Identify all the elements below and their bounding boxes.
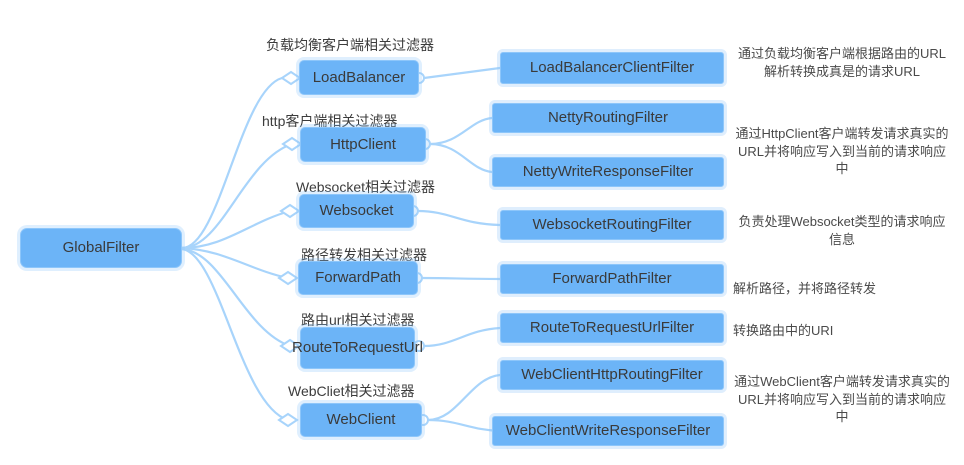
filter-node-label: WebClientWriteResponseFilter — [505, 422, 711, 440]
description-httpclient: 通过HttpClient客户端转发请求真实的URL并将响应写入到当前的请求响应中 — [735, 126, 949, 177]
root-node-label: GlobalFilter — [62, 239, 140, 257]
filter-node-webclienthttproutingfilter[interactable]: WebClientHttpRoutingFilter — [500, 360, 724, 390]
category-node-label: LoadBalancer — [312, 68, 406, 86]
filter-node-label: ForwardPathFilter — [552, 270, 672, 288]
description-webclient: 通过WebClient客户端转发请求真实的URL并将响应写入到当前的请求响应中 — [734, 374, 950, 425]
category-node-loadbalancer[interactable]: LoadBalancer — [299, 60, 419, 95]
description-loadbalancer: 通过负载均衡客户端根据路由的URL解析转换成真是的请求URL — [737, 46, 946, 79]
category-label-routetorequesturl: 路由url相关过滤器 — [301, 312, 415, 328]
category-node-label: ForwardPath — [315, 269, 401, 287]
category-node-routetorequesturl[interactable]: RouteToRequestUrl — [292, 327, 423, 369]
category-label-loadbalancer: 负载均衡客户端相关过滤器 — [266, 37, 434, 53]
filter-node-loadbalancerclientfilter[interactable]: LoadBalancerClientFilter — [500, 52, 724, 84]
filter-node-nettywriteresponsefilter[interactable]: NettyWriteResponseFilter — [492, 157, 724, 187]
filter-node-label: WebClientHttpRoutingFilter — [521, 366, 703, 384]
category-label-httpclient: http客户端相关过滤器 — [262, 113, 398, 129]
category-label-forwardpath: 路径转发相关过滤器 — [301, 247, 427, 263]
root-node-globalfilter[interactable]: GlobalFilter — [20, 228, 182, 268]
filter-node-label: WebsocketRoutingFilter — [532, 216, 692, 234]
category-node-forwardpath[interactable]: ForwardPath — [298, 261, 418, 295]
filter-node-label: NettyWriteResponseFilter — [522, 163, 694, 181]
category-node-label: RouteToRequestUrl — [292, 339, 423, 357]
category-label-webclient: WebCliet相关过滤器 — [288, 383, 415, 399]
description-routetorequesturl: 转换路由中的URI — [733, 323, 834, 338]
category-node-label: WebClient — [326, 411, 396, 429]
description-forwardpath: 解析路径，并将路径转发 — [733, 281, 877, 296]
filter-node-label: NettyRoutingFilter — [547, 109, 669, 127]
filter-node-routetorequesturlfilter[interactable]: RouteToRequestUrlFilter — [500, 313, 724, 343]
filter-node-websocketroutingfilter[interactable]: WebsocketRoutingFilter — [500, 210, 724, 240]
filter-node-label: LoadBalancerClientFilter — [529, 59, 695, 77]
filter-node-forwardpathfilter[interactable]: ForwardPathFilter — [500, 264, 724, 294]
category-label-websocket: Websocket相关过滤器 — [296, 179, 435, 195]
category-node-label: HttpClient — [330, 135, 396, 153]
category-node-httpclient[interactable]: HttpClient — [300, 127, 426, 162]
filter-node-nettyroutingfilter[interactable]: NettyRoutingFilter — [492, 103, 724, 133]
category-node-label: Websocket — [319, 202, 394, 220]
category-node-websocket[interactable]: Websocket — [299, 194, 414, 228]
filter-node-webclientwriteresponsefilter[interactable]: WebClientWriteResponseFilter — [492, 416, 724, 446]
description-websocket: 负责处理Websocket类型的请求响应信息 — [738, 214, 946, 247]
filter-node-label: RouteToRequestUrlFilter — [529, 319, 695, 337]
category-node-webclient[interactable]: WebClient — [300, 403, 422, 437]
